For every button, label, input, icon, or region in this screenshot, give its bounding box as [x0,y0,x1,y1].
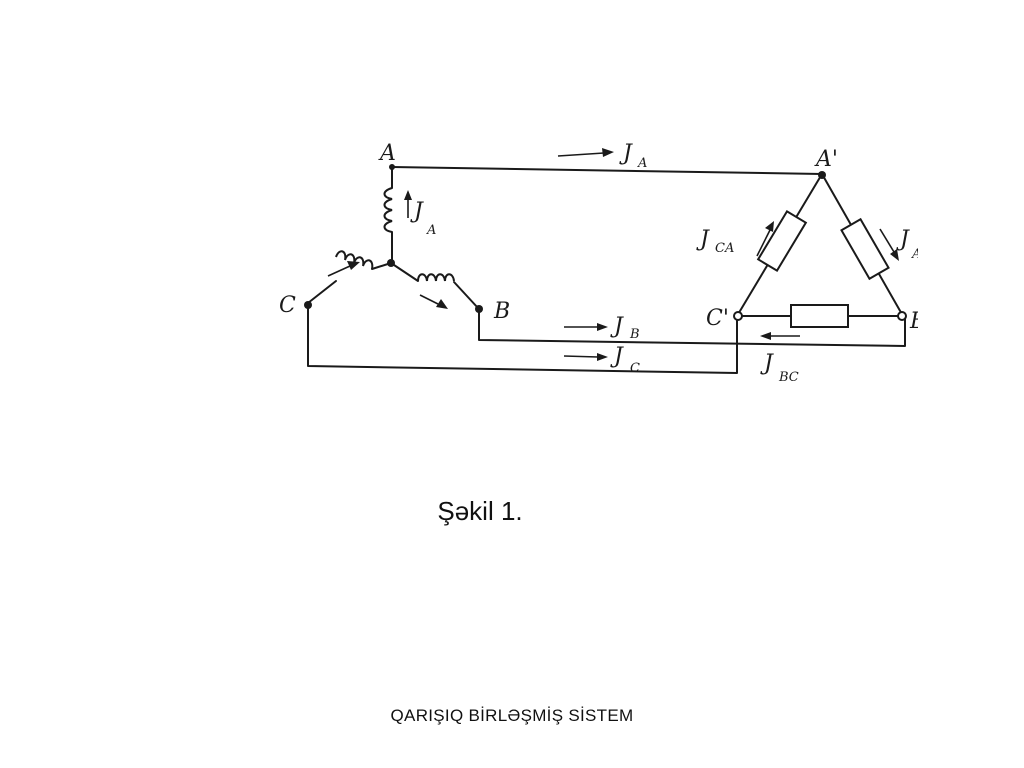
line-a-wire [391,166,823,175]
arrow-phase-c [327,265,351,277]
svg-text:B: B [629,327,640,342]
label-node-b: B [493,299,510,324]
label-node-a-prime: A' [814,147,838,172]
phase-a-winding [383,187,393,233]
label-node-b-prime: B [909,309,926,334]
svg-text:A: A [637,156,647,171]
phase-b-lead-inner [390,262,419,282]
line-b-wire [478,308,906,347]
label-current-line-a: J A [619,141,647,171]
arrow-line-a-head [602,148,614,157]
label-node-c: C [279,293,296,318]
label-current-ab: J A [896,227,921,262]
arrow-ca-head [765,221,774,232]
phase-b-winding [417,273,455,282]
label-node-c-prime: C' [706,306,729,331]
svg-text:CA: CA [715,241,734,256]
svg-text:J: J [896,227,910,252]
svg-text:A: A [911,247,921,262]
node-c-prime [733,311,743,321]
phase-c-lead-outer [307,280,337,304]
resistor-ab [840,217,890,281]
arrow-phase-c-head [347,261,360,270]
arrow-ab [879,228,895,253]
node-b-prime [897,311,907,321]
label-current-bc: J BC [760,351,799,385]
resistor-ca [756,209,808,273]
arrow-phase-a-head [404,190,412,200]
arrow-ca [756,229,771,257]
svg-text:J: J [410,199,424,224]
node-a-prime [818,171,826,179]
arrow-line-a [557,152,605,157]
svg-text:BC: BC [778,370,799,385]
label-current-phase-a: J A [410,199,436,238]
svg-text:C: C [630,361,640,376]
arrow-line-b-head [597,323,608,331]
arrow-line-c-head [597,353,608,361]
page-footer-title: QARIŞIQ BİRLƏŞMİŞ SİSTEM [390,706,634,725]
line-c-wire [307,304,738,374]
label-current-line-c: J C [610,344,640,376]
phase-c-lead-inner [371,262,392,270]
label-node-a: A [378,141,396,166]
arrow-line-c [563,355,599,358]
svg-text:J: J [610,314,624,339]
svg-text:J: J [760,351,774,376]
arrow-ab-head [890,249,899,261]
phase-b-lead-outer [453,281,479,309]
arrow-phase-b [419,294,439,305]
label-current-line-b: J B [610,314,640,342]
figure-caption: Şəkil 1. [437,496,523,526]
arrow-phase-b-head [436,299,448,309]
terminal-a [389,164,395,170]
resistor-bc [790,304,849,328]
svg-text:J: J [696,227,710,252]
svg-text:J: J [619,141,633,166]
label-current-ca: J CA [696,227,734,256]
svg-text:A: A [426,223,436,238]
arrow-bc-head [760,332,771,340]
svg-text:J: J [610,344,624,369]
